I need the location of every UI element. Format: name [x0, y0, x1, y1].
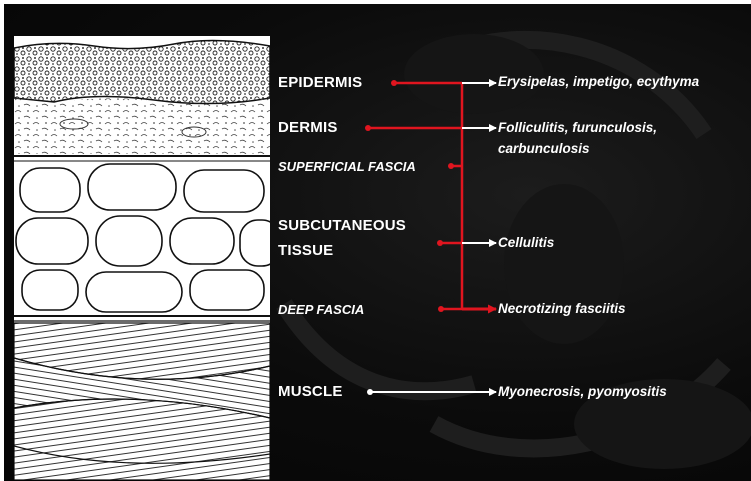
- label-subcutaneous: SUBCUTANEOUS: [278, 217, 406, 234]
- label-epidermis: EPIDERMIS: [278, 74, 362, 91]
- condition-deep-fascia: Necrotizing fasciitis: [498, 301, 626, 316]
- condition-dermis-2: carbunculosis: [498, 141, 590, 156]
- label-superficial-fascia: SUPERFICIAL FASCIA: [278, 159, 416, 174]
- label-dermis: DERMIS: [278, 119, 338, 136]
- condition-dermis-1: Folliculitis, furunculosis,: [498, 120, 657, 135]
- condition-muscle: Myonecrosis, pyomyositis: [498, 384, 667, 399]
- label-deep-fascia: DEEP FASCIA: [278, 302, 364, 317]
- label-tissue: TISSUE: [278, 242, 333, 259]
- condition-epidermis: Erysipelas, impetigo, ecythyma: [498, 74, 699, 89]
- diagram-slide: EPIDERMIS DERMIS SUPERFICIAL FASCIA SUBC…: [4, 4, 751, 481]
- condition-subcutaneous: Cellulitis: [498, 235, 554, 250]
- label-muscle: MUSCLE: [278, 383, 343, 400]
